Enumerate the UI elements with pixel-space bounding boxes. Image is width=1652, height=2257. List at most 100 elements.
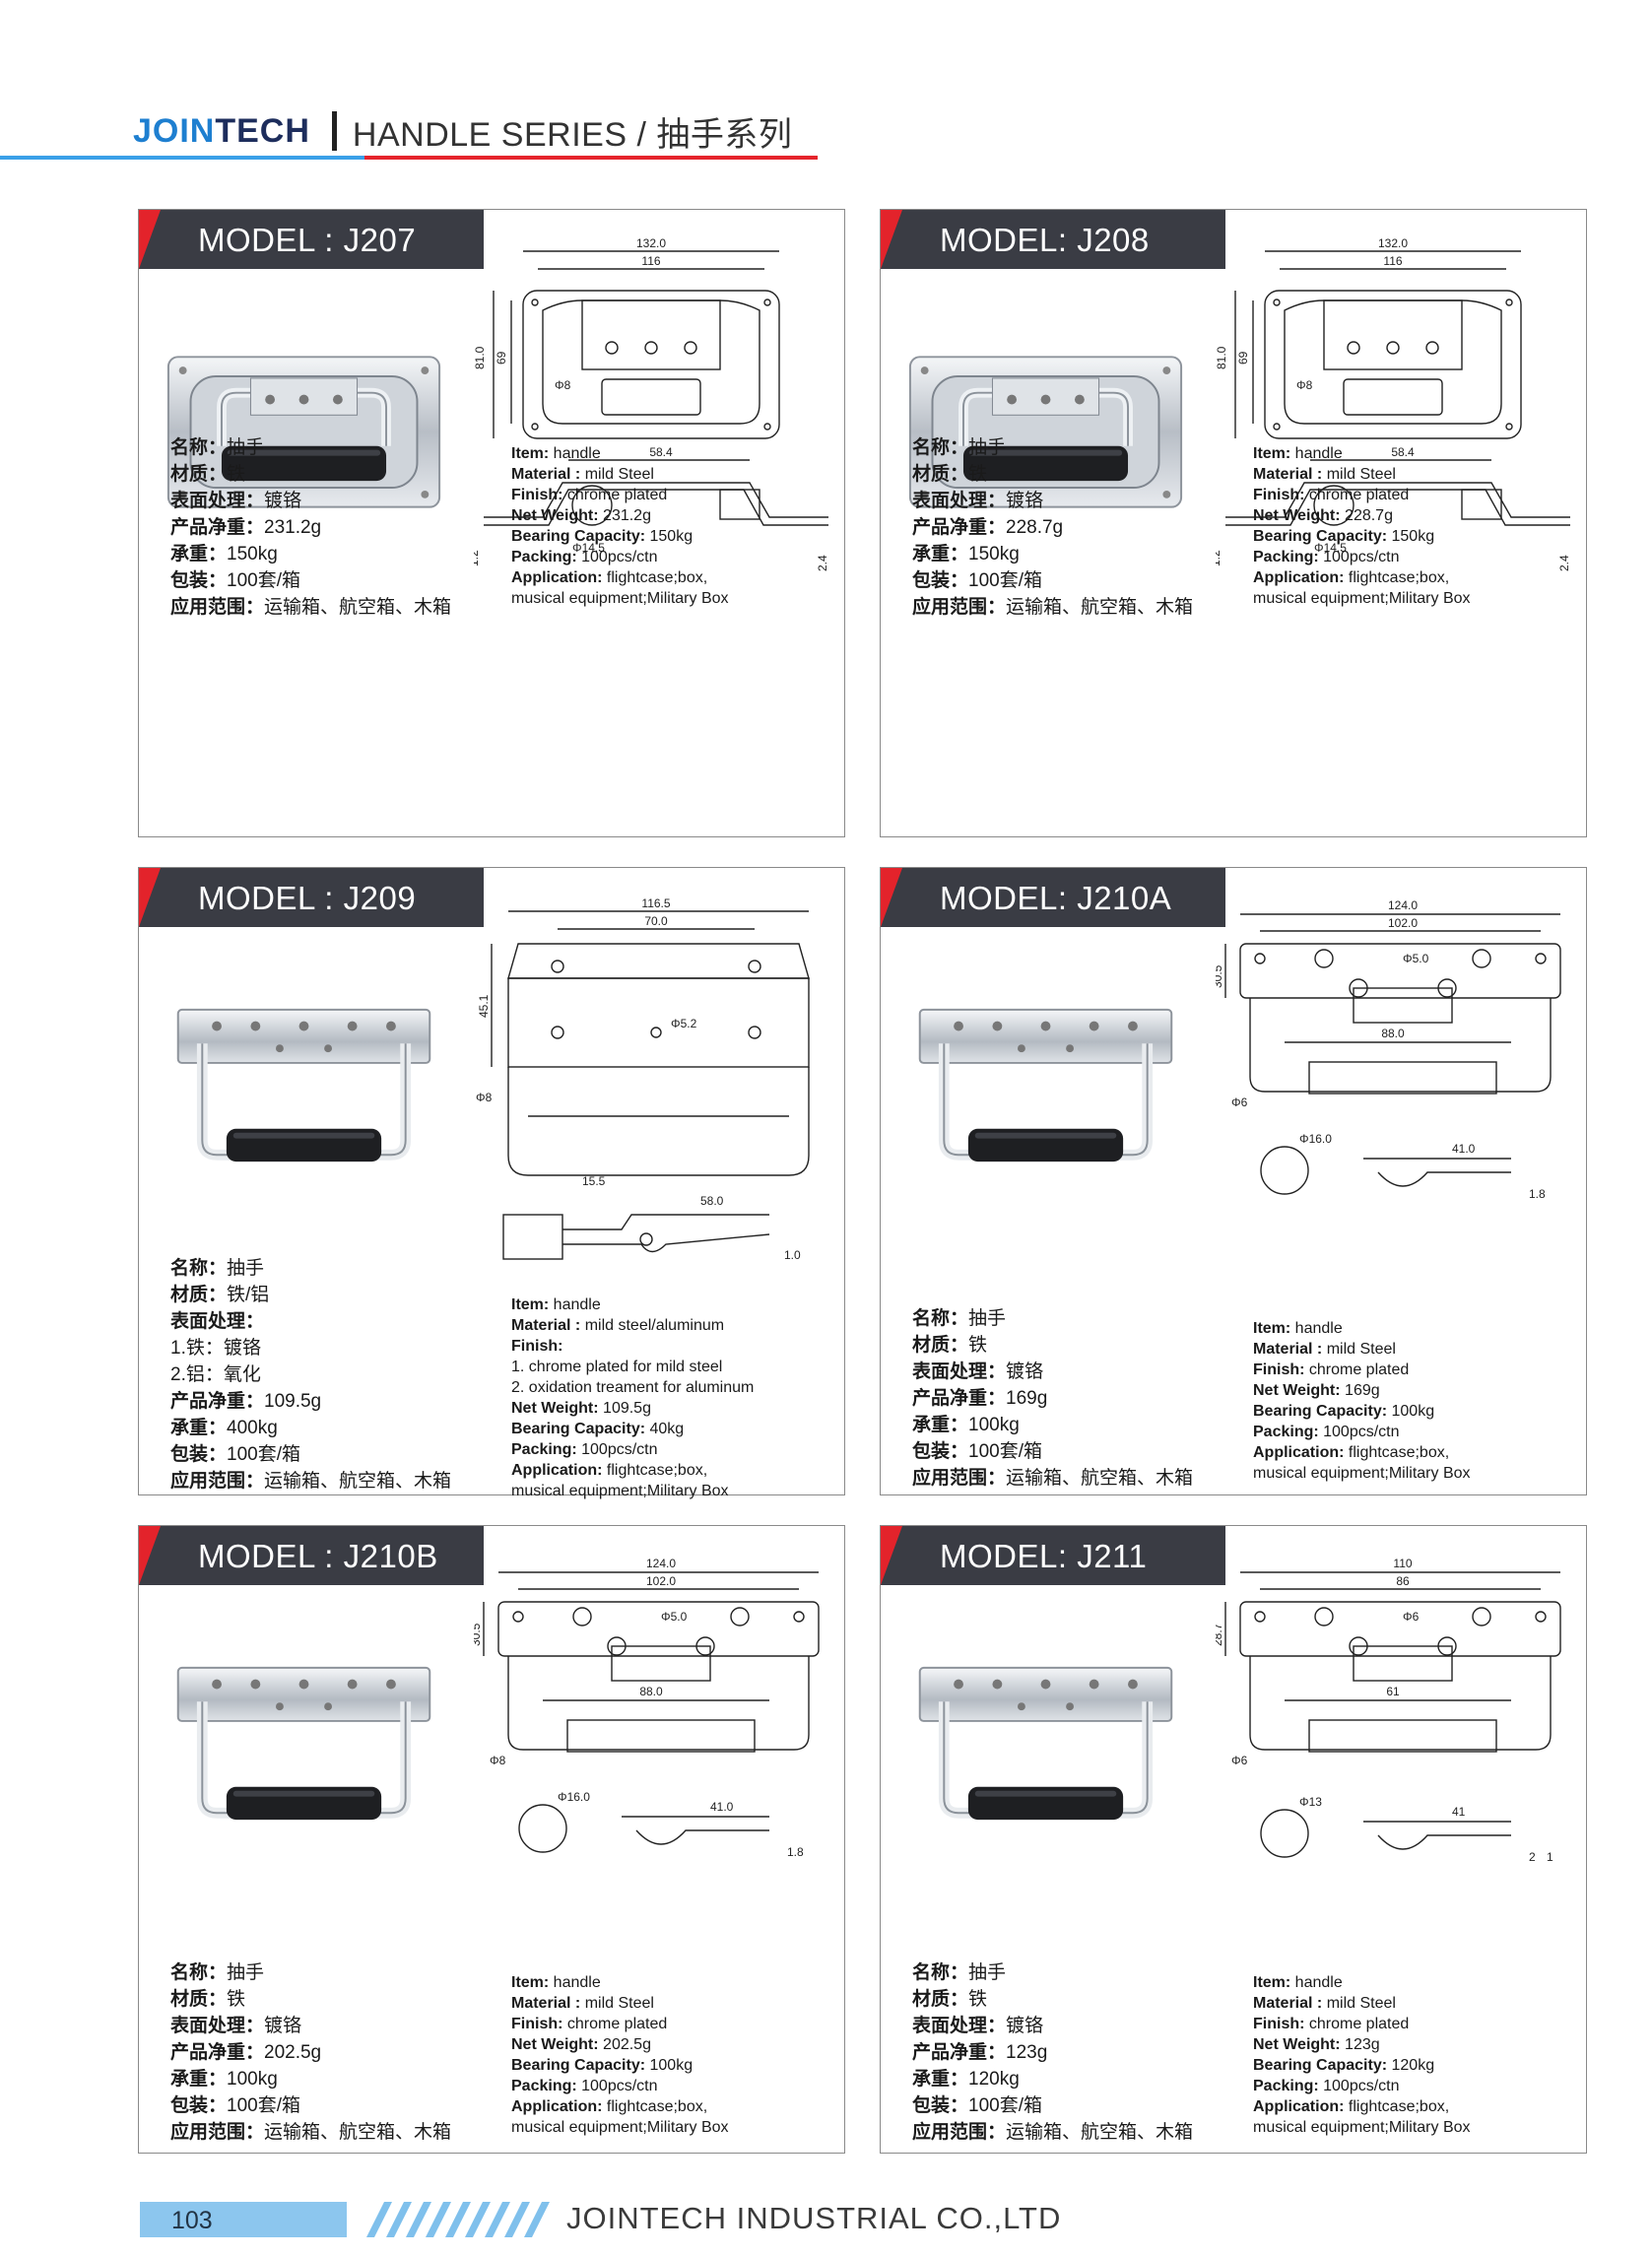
spec-row-en: Net Weight: 228.7g	[1253, 505, 1471, 526]
spec-value: 100pcs/ctn	[1318, 2078, 1400, 2094]
spec-row-en: Item: handle	[511, 1972, 729, 1993]
spec-value: 228.7g	[1340, 507, 1393, 524]
model-title: MODEL : J207	[198, 222, 417, 258]
spec-row-cn: 产品净重：228.7g	[912, 514, 1193, 541]
red-corner-accent	[881, 868, 902, 927]
company-name: JOINTECH INDUSTRIAL CO.,LTD	[566, 2201, 1062, 2235]
spec-row-en: Material : mild steel/aluminum	[511, 1315, 754, 1336]
spec-row-en: Bearing Capacity: 120kg	[1253, 2055, 1471, 2076]
spec-value: 100kg	[1387, 1403, 1435, 1420]
spec-key: Material :	[511, 466, 581, 483]
svg-text:30.5: 30.5	[474, 1623, 483, 1646]
svg-text:1.8: 1.8	[1529, 1187, 1546, 1201]
spec-value: musical equipment;Military Box	[511, 590, 729, 607]
spec-row-en: Bearing Capacity: 100kg	[511, 2055, 729, 2076]
spec-value: mild steel/aluminum	[580, 1317, 725, 1334]
svg-text:132.0: 132.0	[1378, 236, 1408, 250]
spec-value: 铁	[227, 1989, 246, 2010]
spec-value: 150kg	[1387, 528, 1435, 545]
spec-value: 铁	[968, 1989, 988, 2010]
spec-value: chrome plated	[562, 2016, 668, 2032]
spec-row-en: Packing: 100pcs/ctn	[1253, 2076, 1471, 2096]
spec-row-cn: 包装：100套/箱	[912, 567, 1193, 594]
spec-row-en: Net Weight: 169g	[1253, 1380, 1471, 1401]
spec-key: 名称：	[170, 1962, 228, 1983]
spec-value: 123g	[1340, 2036, 1380, 2053]
spec-value: 镀铬	[1006, 491, 1044, 511]
spec-row-cn: 承重：120kg	[912, 2066, 1193, 2092]
model-title-bar: MODEL : J207	[139, 210, 484, 269]
spec-value: 运输箱、航空箱、木箱	[1006, 2122, 1194, 2143]
spec-key: 承重：	[170, 2069, 228, 2090]
spec-row-cn: 承重：400kg	[170, 1415, 451, 1441]
spec-key: Item:	[511, 1974, 550, 1991]
svg-text:Φ16.0: Φ16.0	[558, 1790, 590, 1804]
spec-key: 名称：	[170, 1258, 228, 1279]
spec-value: 109.5g	[598, 1400, 651, 1417]
spec-value: 铁	[968, 1335, 988, 1356]
spec-row-en: Material : mild Steel	[1253, 1993, 1471, 2014]
spec-value: 运输箱、航空箱、木箱	[1006, 1468, 1194, 1489]
model-title: MODEL : J210B	[198, 1538, 438, 1574]
spec-key: 名称：	[170, 437, 228, 458]
spec-key: Finish:	[1253, 1361, 1305, 1378]
spec-value: mild Steel	[1322, 1341, 1396, 1358]
spec-row-cn: 2.铝：氧化	[170, 1361, 451, 1388]
brand-logo: JOINTECH	[133, 111, 310, 150]
svg-text:2.4: 2.4	[816, 555, 829, 571]
spec-value: 150kg	[968, 544, 1020, 564]
svg-text:41: 41	[1452, 1805, 1466, 1819]
spec-row-cn: 应用范围：运输箱、航空箱、木箱	[912, 1465, 1193, 1492]
spec-value: 100套/箱	[968, 2095, 1042, 2116]
svg-text:81.0: 81.0	[1216, 346, 1228, 369]
spec-value: handle	[1290, 445, 1343, 462]
spec-value: flightcase;box,	[1344, 2098, 1450, 2115]
svg-text:1.0: 1.0	[784, 1248, 801, 1262]
svg-text:Φ5.0: Φ5.0	[661, 1610, 688, 1624]
spec-value: mild Steel	[580, 1995, 654, 2012]
svg-text:Φ8: Φ8	[555, 378, 571, 392]
svg-text:45.1: 45.1	[477, 994, 491, 1018]
spec-value: handle	[1290, 1974, 1343, 1991]
svg-text:15.5: 15.5	[582, 1174, 606, 1188]
svg-text:58.4: 58.4	[1391, 445, 1415, 459]
spec-value: 抽手	[227, 437, 265, 458]
spec-value: 202.5g	[598, 2036, 651, 2053]
spec-row-en: Item: handle	[1253, 443, 1471, 464]
svg-text:2: 2	[1529, 1850, 1536, 1864]
spec-value: 抽手	[968, 1308, 1007, 1329]
spec-row-cn: 应用范围：运输箱、航空箱、木箱	[912, 594, 1193, 621]
product-photo	[905, 348, 1186, 520]
svg-text:1: 1	[1547, 1850, 1553, 1864]
spec-value: 运输箱、航空箱、木箱	[264, 1471, 452, 1492]
spec-row-cn: 表面处理：镀铬	[170, 2013, 451, 2039]
red-corner-accent	[139, 1526, 161, 1585]
svg-text:132.0: 132.0	[636, 236, 666, 250]
spec-row-cn: 应用范围：运输箱、航空箱、木箱	[170, 1468, 451, 1494]
spec-value: 1.铁：镀铬	[170, 1338, 261, 1359]
spec-key: Packing:	[511, 549, 577, 565]
spec-row-cn: 产品净重：123g	[912, 2039, 1193, 2066]
page-number: 103	[171, 2207, 213, 2234]
spec-key: Finish:	[511, 487, 563, 503]
svg-text:116: 116	[1383, 254, 1402, 268]
model-title-bar: MODEL: J208	[881, 210, 1225, 269]
spec-row-en: Net Weight: 202.5g	[511, 2034, 729, 2055]
spec-row-cn: 材质：铁	[170, 461, 451, 488]
svg-text:102.0: 102.0	[1388, 916, 1418, 930]
spec-value: 100kg	[227, 2069, 278, 2090]
spec-value: 运输箱、航空箱、木箱	[1006, 597, 1194, 618]
svg-text:1.2: 1.2	[474, 550, 481, 566]
model-panel: MODEL: J208 132	[880, 209, 1587, 837]
spec-row-en: Material : mild Steel	[1253, 1339, 1471, 1360]
spec-value: chrome plated	[1304, 2016, 1410, 2032]
spec-key: Material :	[1253, 466, 1323, 483]
svg-text:58.0: 58.0	[700, 1194, 724, 1208]
spec-row-cn: 产品净重：202.5g	[170, 2039, 451, 2066]
spec-key: 名称：	[912, 1308, 969, 1329]
spec-value: handle	[1290, 1320, 1343, 1337]
spec-key: 材质：	[912, 464, 969, 485]
spec-key: Application:	[1253, 569, 1345, 586]
